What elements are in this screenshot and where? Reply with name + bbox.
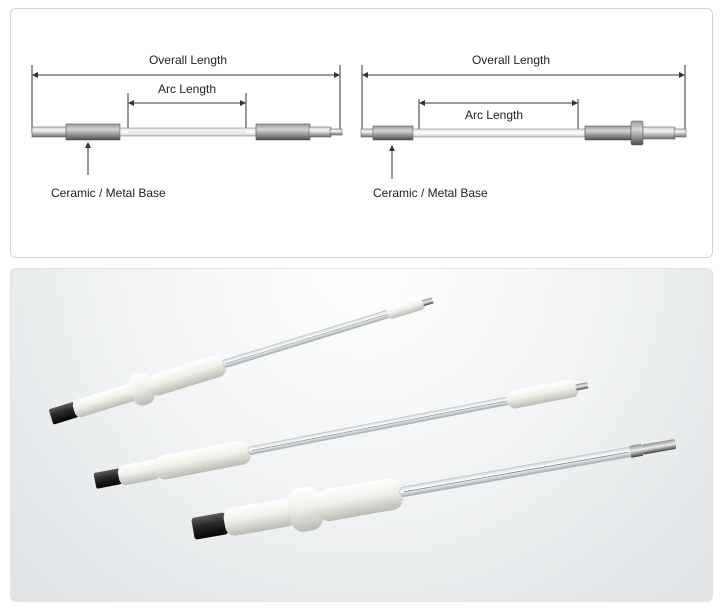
arrow-left-icon [32,72,38,78]
lamp-dimension-diagrams: Overall Length Arc Length Ceramic / Meta… [31,53,687,200]
end-pin [642,126,676,140]
arrow-right-icon [679,72,685,78]
lamps-photo [49,297,677,540]
ceramic-base [255,123,311,141]
arrow-right-icon [572,100,578,106]
arrow-right-icon [334,72,340,78]
left-lamp-diagram: Overall Length Arc Length Ceramic / Meta… [31,53,343,200]
lamp-photo-1 [49,297,434,425]
diagram-panel: Overall Length Arc Length Ceramic / Meta… [10,8,713,258]
overall-length-label: Overall Length [472,53,550,67]
arc-length-label: Arc Length [158,82,216,96]
lamp-photo-2 [93,379,589,489]
arc-length-label: Arc Length [465,108,523,122]
ceramic-base [65,123,121,141]
ceramic-base [584,125,632,141]
photo-panel [10,268,713,602]
arrow-left-icon [419,100,425,106]
base-label: Ceramic / Metal Base [373,186,488,200]
right-lamp-diagram: Overall Length Arc Length Ceramic / Meta… [360,53,687,200]
mounting-flange [630,120,644,146]
end-pin-tip [329,128,343,136]
arrow-left-icon [128,100,134,106]
arrow-up-icon [85,142,91,148]
quartz-tube [412,128,586,138]
arrow-right-icon [240,100,246,106]
base-label: Ceramic / Metal Base [51,186,166,200]
overall-length-label: Overall Length [149,53,227,67]
arrow-up-icon [389,145,395,151]
ceramic-base [372,125,414,141]
end-pin [308,126,332,138]
end-pin-tip [673,128,687,138]
arrow-left-icon [362,72,368,78]
lamp-photo-3 [191,439,677,540]
end-pin [31,126,69,138]
